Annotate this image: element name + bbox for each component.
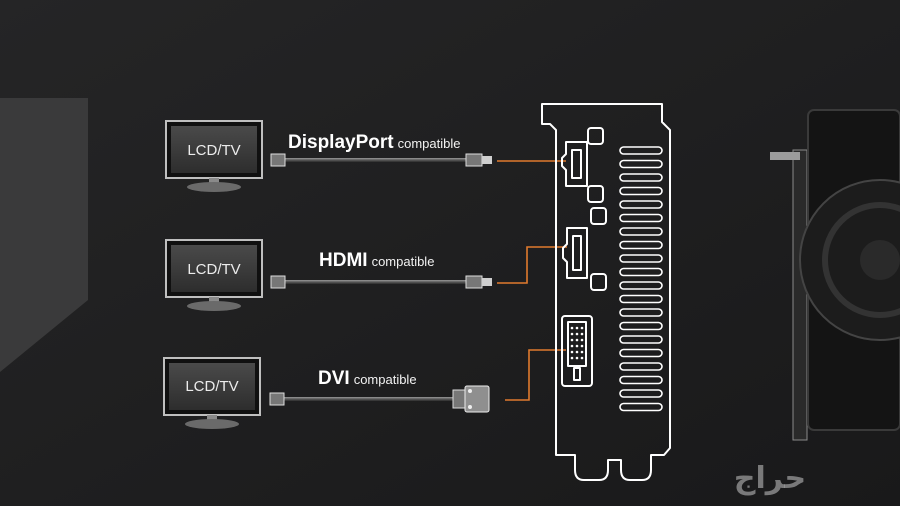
- gpu-fan: [799, 179, 900, 341]
- dvi-screw: [468, 405, 472, 409]
- cable-dvi: [269, 385, 490, 413]
- monitor-hdmi: LCD/TV: [165, 239, 263, 311]
- vent-slot: [619, 186, 663, 196]
- vent-slot: [619, 254, 663, 263]
- monitor-label: LCD/TV: [185, 378, 238, 395]
- gpu-card-bracket: [792, 149, 808, 441]
- connector-line-hdmi: [497, 246, 567, 284]
- cable-tip: [482, 156, 492, 164]
- bracket-hole: [590, 207, 607, 225]
- monitor-screen: [171, 245, 257, 292]
- dvi-port-icon: [561, 315, 593, 387]
- cable-plug-left: [270, 153, 286, 167]
- cable: [280, 397, 455, 401]
- monitor-label: LCD/TV: [187, 142, 240, 159]
- vent-slot: [619, 227, 663, 236]
- vent-slot: [619, 348, 663, 358]
- dvi-pins: [570, 326, 584, 360]
- gpu-card-bracket-tab: [770, 152, 800, 160]
- monitor-neck: [209, 297, 219, 303]
- gpu-fan-ring: [822, 202, 900, 318]
- vent-slot: [619, 159, 663, 169]
- vent-slot: [619, 308, 663, 317]
- displayport-port-icon: [561, 141, 588, 187]
- vent-slot: [619, 321, 663, 331]
- monitor-stand: [185, 419, 239, 429]
- vent-slot: [619, 146, 663, 155]
- cable-plug-right: [465, 153, 483, 167]
- cable-plug-right: [465, 275, 483, 289]
- bracket-hole: [590, 273, 607, 291]
- monitor-label: LCD/TV: [187, 261, 240, 278]
- monitor-screen: [169, 363, 255, 410]
- monitor-stand: [187, 182, 241, 192]
- vent-slot: [619, 200, 663, 209]
- hdmi-port-icon: [562, 227, 588, 279]
- vent-slot: [619, 335, 663, 344]
- vent-slot: [619, 213, 663, 223]
- vent-slot: [619, 240, 663, 250]
- monitor-stand: [187, 301, 241, 311]
- cable-hdmi: [270, 275, 492, 289]
- bracket-hole: [587, 185, 604, 203]
- displayport-port-inner: [571, 149, 582, 179]
- cable-displayport: [270, 153, 492, 167]
- vent-slot: [619, 375, 663, 385]
- monitor-list: LCD/TV LCD/TV LCD/TV: [163, 120, 263, 429]
- bracket-vents: [619, 146, 663, 412]
- vent-slot: [619, 294, 663, 304]
- monitor-neck: [207, 415, 217, 421]
- monitor-screen: [171, 126, 257, 173]
- cable-plug-left: [270, 275, 286, 289]
- bracket-outline: [541, 103, 671, 481]
- vent-slot: [619, 362, 663, 371]
- dvi-screw: [468, 389, 472, 393]
- gpu-fan-hub: [860, 240, 900, 280]
- dvi-port-inner: [567, 321, 587, 367]
- bracket-hole: [587, 127, 604, 145]
- vent-slot: [619, 389, 663, 398]
- monitor-dvi: LCD/TV: [163, 357, 261, 429]
- dvi-port-key: [573, 367, 581, 381]
- vent-slot: [619, 267, 663, 277]
- cable: [281, 280, 481, 284]
- dvi-plug-body: [452, 389, 466, 409]
- cable: [281, 158, 481, 162]
- cable-tip: [482, 278, 492, 286]
- hdmi-port-inner: [572, 235, 582, 271]
- gpu-card-photo: [770, 109, 900, 441]
- left-panel: [0, 98, 88, 372]
- vent-slot: [619, 281, 663, 290]
- cable-plug-left: [269, 392, 285, 406]
- vent-slot: [619, 173, 663, 182]
- vent-slot: [619, 402, 663, 412]
- watermark-logo: حراج: [734, 461, 806, 496]
- connector-lines: [497, 160, 567, 401]
- monitor-displayport: LCD/TV: [165, 120, 263, 192]
- monitor-neck: [209, 178, 219, 184]
- connector-line-dvi: [505, 349, 566, 401]
- gpu-bracket: [541, 103, 671, 481]
